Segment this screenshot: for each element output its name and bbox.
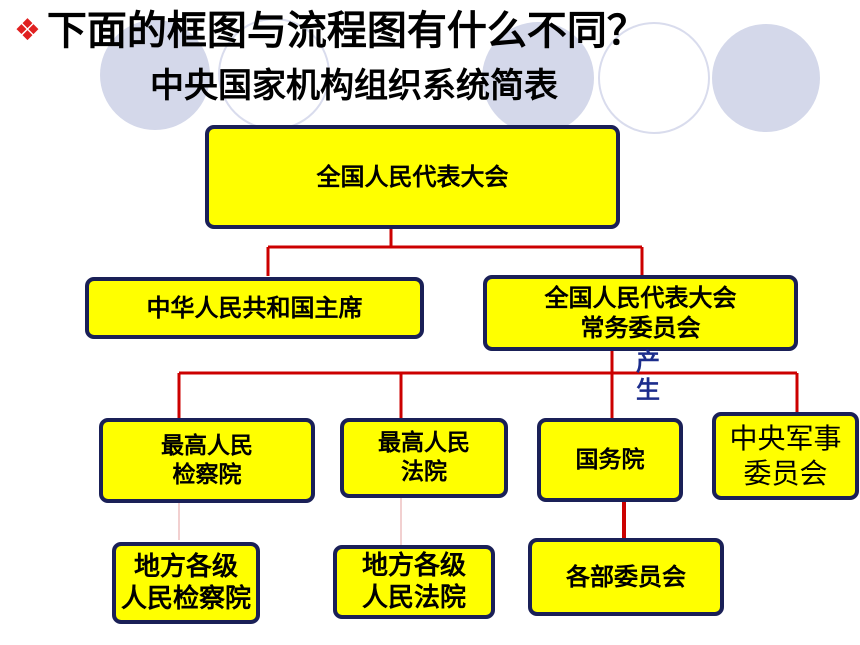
local-courts-label: 地方各级 人民法院 bbox=[361, 550, 466, 614]
local-procuratorates-box: 地方各级 人民检察院 bbox=[112, 542, 260, 624]
slide-subtitle: 中央国家机构组织系统简表 bbox=[150, 66, 558, 106]
slide-title: ❖下面的框图与流程图有什么不同？ bbox=[14, 6, 647, 56]
state-council-label: 国务院 bbox=[575, 446, 645, 473]
president-label: 中华人民共和国主席 bbox=[146, 294, 363, 322]
president-box: 中华人民共和国主席 bbox=[85, 277, 424, 339]
procuratorate-box: 最高人民 检察院 bbox=[99, 418, 315, 503]
decorative-circle bbox=[100, 20, 210, 130]
military-commission-box: 中央军事 委员会 bbox=[712, 412, 859, 500]
diamond-bullet-icon: ❖ bbox=[14, 13, 41, 48]
ministries-label: 各部委员会 bbox=[566, 563, 686, 591]
court-label: 最高人民 法院 bbox=[378, 430, 470, 485]
npc-box: 全国人民代表大会 bbox=[205, 125, 620, 229]
standing-committee-label: 全国人民代表大会 常务委员会 bbox=[544, 284, 737, 342]
state-council-box: 国务院 bbox=[537, 418, 683, 502]
decorative-circle bbox=[482, 22, 594, 134]
slide-title-text: 下面的框图与流程图有什么不同？ bbox=[46, 8, 647, 54]
ministries-box: 各部委员会 bbox=[528, 538, 724, 616]
military-commission-label: 中央军事 委员会 bbox=[729, 422, 842, 490]
court-box: 最高人民 法院 bbox=[340, 418, 508, 498]
decorative-circle-outline bbox=[598, 22, 710, 134]
local-procuratorates-label: 地方各级 人民检察院 bbox=[120, 551, 251, 615]
produce-annotation: 产 生 bbox=[636, 348, 660, 404]
local-courts-box: 地方各级 人民法院 bbox=[333, 545, 495, 619]
npc-label: 全国人民代表大会 bbox=[316, 163, 509, 191]
standing-committee-box: 全国人民代表大会 常务委员会 bbox=[483, 275, 798, 351]
procuratorate-label: 最高人民 检察院 bbox=[161, 432, 253, 488]
decorative-circle bbox=[712, 24, 820, 132]
